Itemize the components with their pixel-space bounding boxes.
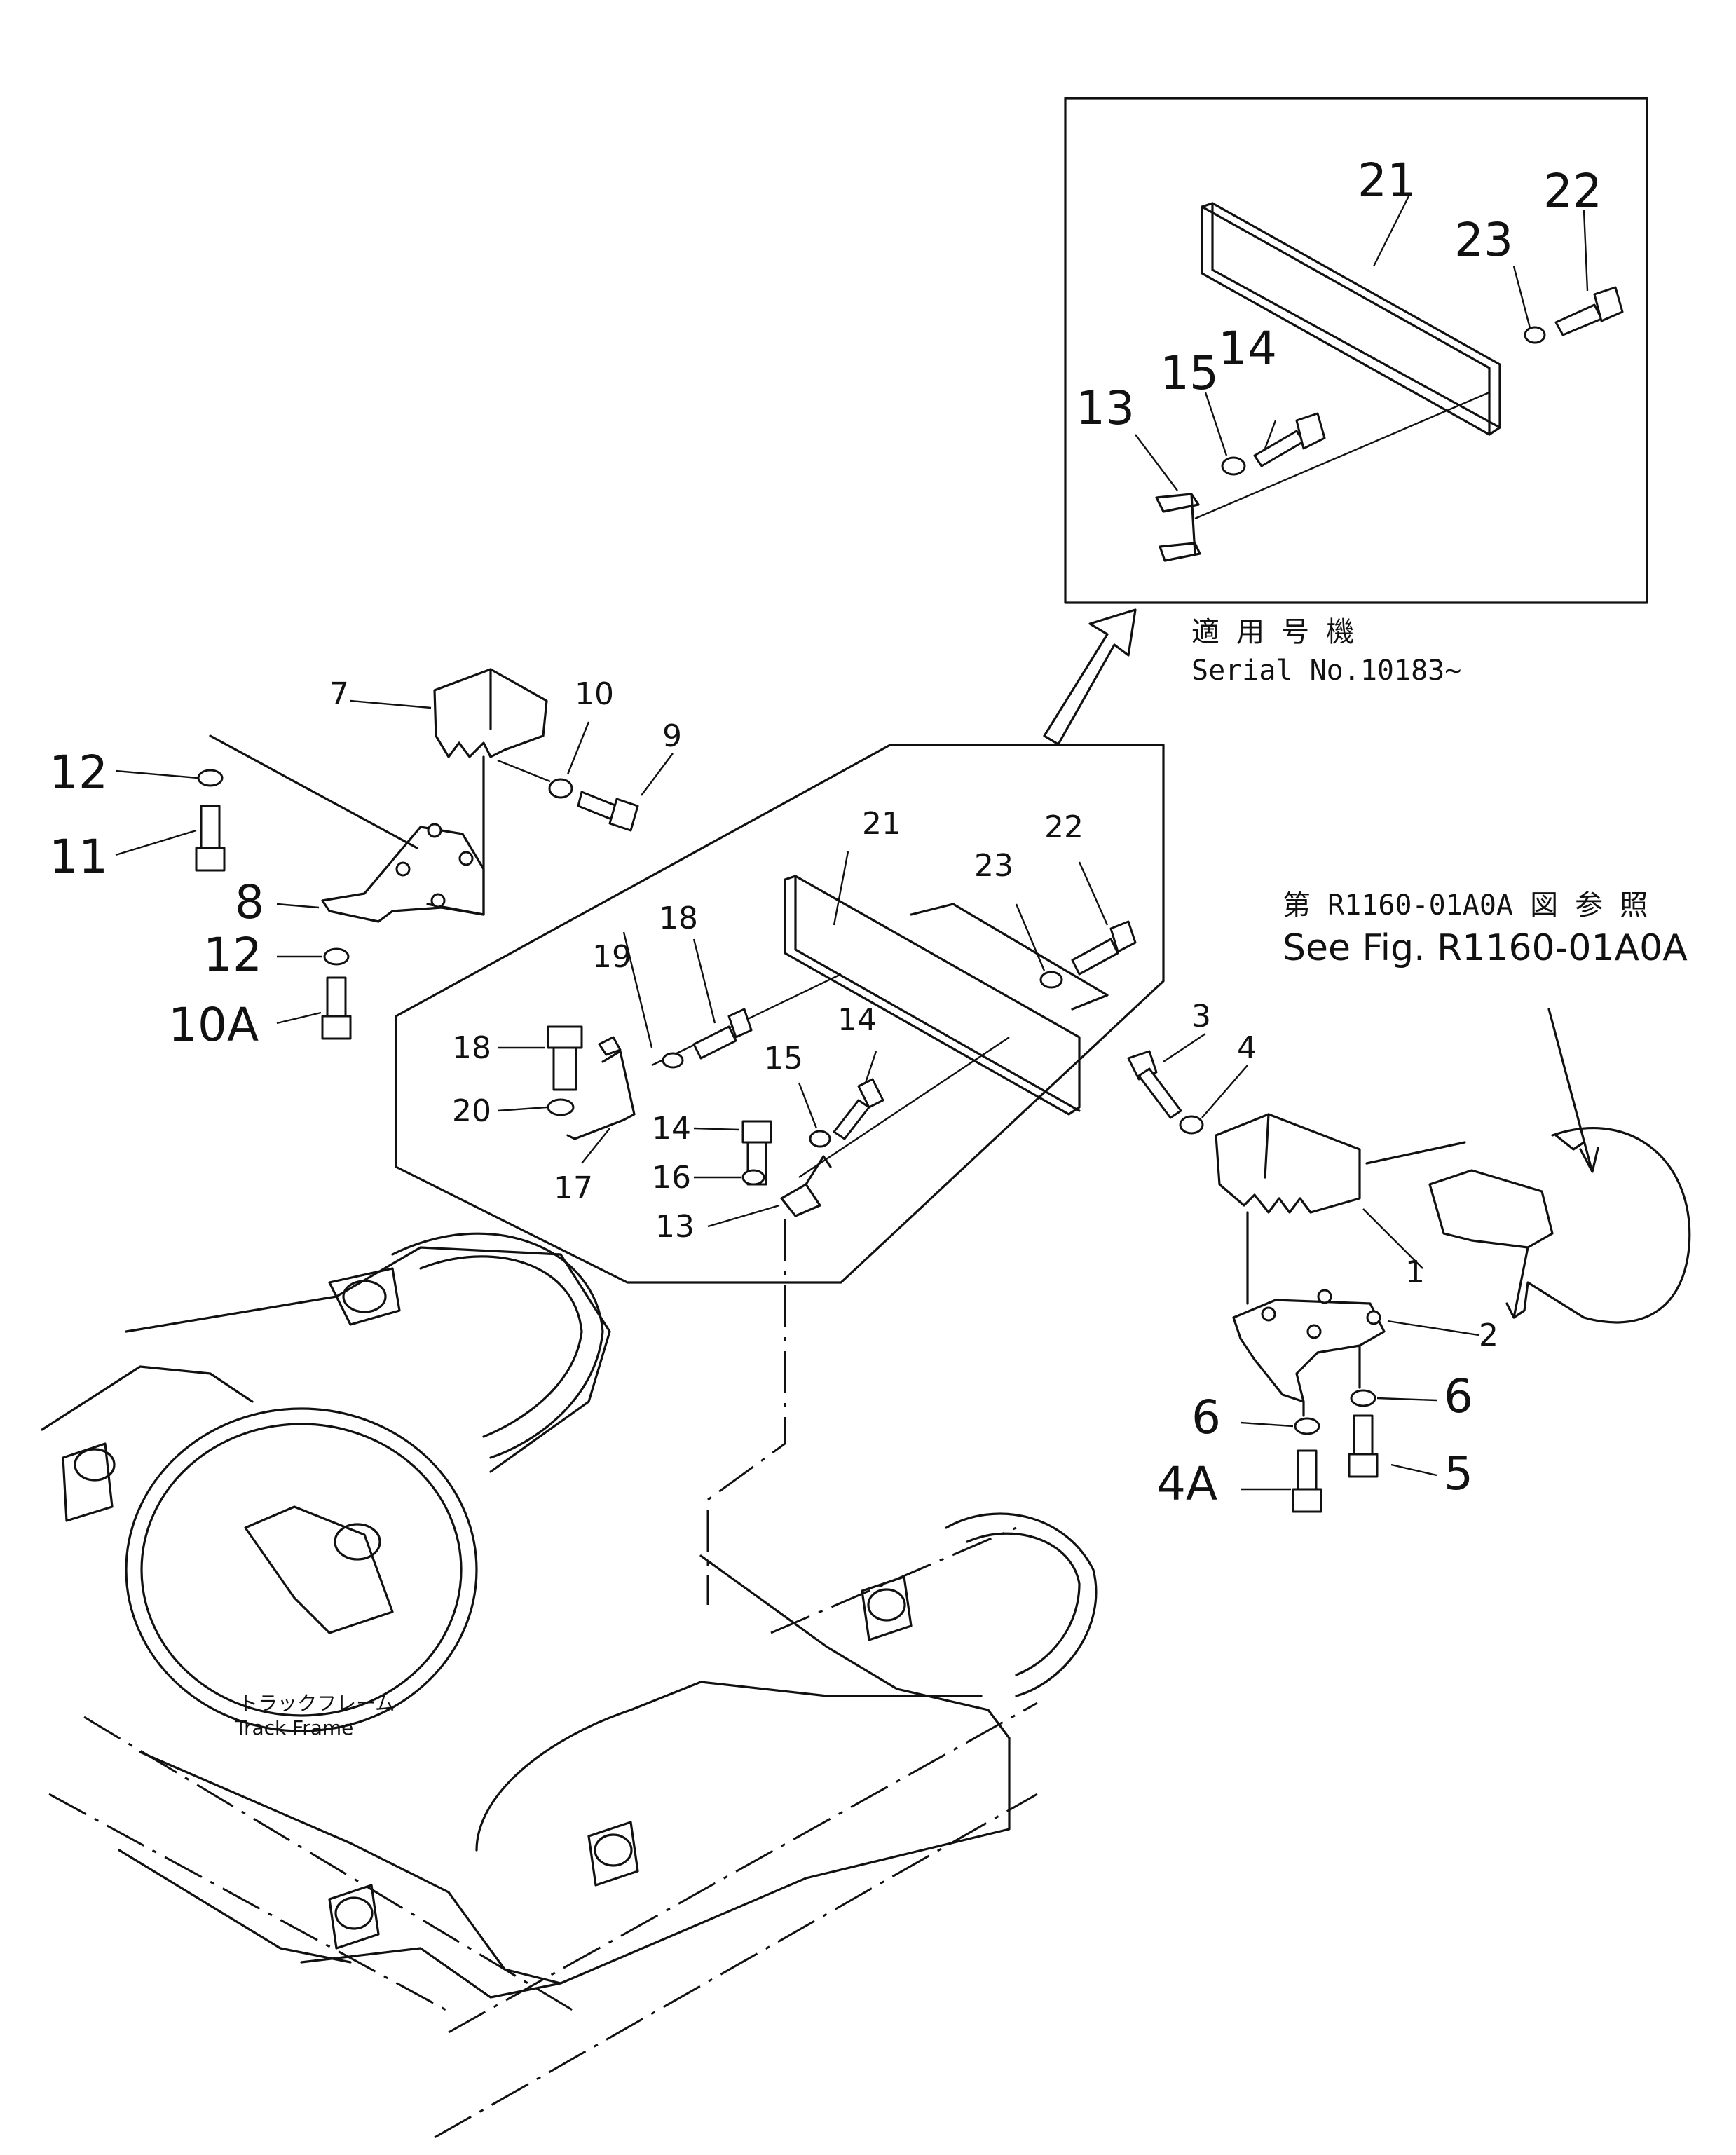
note-frame-jp: トラックフレーム <box>238 1692 395 1715</box>
bracket-17 <box>566 1036 636 1140</box>
callout-inset-23: 23 <box>1454 213 1513 267</box>
callout-6-left: 6 <box>1191 1390 1221 1444</box>
ref-assembly <box>1428 1127 1691 1324</box>
washer-15 <box>809 1130 831 1148</box>
washer-6-right <box>1350 1389 1376 1407</box>
note-ref-jp: 第 R1160-01A0A 図 参 照 <box>1283 889 1648 922</box>
callout-main-16: 16 <box>652 1160 691 1196</box>
plate-8 <box>321 823 485 923</box>
callout-5: 5 <box>1444 1446 1473 1500</box>
callout-inset-22: 22 <box>1543 164 1602 218</box>
callout-main-17: 17 <box>554 1170 593 1206</box>
ref-arrow <box>1547 1008 1599 1173</box>
callout-4A: 4A <box>1156 1457 1217 1511</box>
main-rail <box>784 875 1109 1116</box>
callout-main-22: 22 <box>1044 809 1084 845</box>
callout-1: 1 <box>1405 1254 1425 1290</box>
inset-bolt-22 <box>1554 286 1624 336</box>
washer-6-left <box>1294 1417 1320 1435</box>
frame-centerline-5 <box>770 1526 1017 1634</box>
callout-main-14-upper: 14 <box>838 1002 877 1038</box>
plate-2 <box>1232 1289 1386 1403</box>
washer-10 <box>548 778 573 799</box>
inset-frame <box>1064 97 1648 604</box>
callout-main-13: 13 <box>655 1209 695 1245</box>
callout-9: 9 <box>662 718 682 754</box>
callout-main-15: 15 <box>764 1041 803 1076</box>
bolt-3 <box>1127 1050 1182 1119</box>
callout-12-upper: 12 <box>49 746 108 800</box>
callout-main-20: 20 <box>452 1093 491 1129</box>
washer-20 <box>547 1098 575 1116</box>
callout-main-18-lower: 18 <box>452 1030 491 1066</box>
bolt-10A <box>321 976 352 1040</box>
callout-main-14-lower: 14 <box>652 1111 691 1147</box>
bracket-13 <box>780 1155 832 1217</box>
callout-main-18-upper: 18 <box>659 901 698 936</box>
inset-rail <box>1201 202 1501 436</box>
bolt-22 <box>1071 920 1137 976</box>
callout-main-21: 21 <box>862 806 901 842</box>
bolt-9 <box>577 791 639 832</box>
callout-inset-13: 13 <box>1076 381 1135 435</box>
callout-4: 4 <box>1237 1030 1257 1066</box>
callout-inset-15: 15 <box>1160 346 1219 400</box>
inset-bracket-13 <box>1155 493 1201 562</box>
cover-7 <box>433 668 548 758</box>
bolt-18-lower <box>547 1025 583 1091</box>
washer-23 <box>1039 971 1063 989</box>
inset-washer-23 <box>1524 326 1546 344</box>
callout-3: 3 <box>1191 999 1211 1034</box>
bolt-14-upper <box>833 1078 884 1140</box>
callout-6-right: 6 <box>1444 1369 1473 1423</box>
bolt-18-upper <box>692 1008 753 1060</box>
callout-8: 8 <box>235 875 264 929</box>
callout-inset-14: 14 <box>1218 322 1277 376</box>
frame-centerline-2 <box>448 1702 1038 2034</box>
washer-16 <box>741 1169 765 1186</box>
callout-2: 2 <box>1479 1318 1498 1353</box>
note-serial: Serial No.10183~ <box>1191 655 1461 687</box>
callout-12-lower: 12 <box>203 928 262 982</box>
frame-centerline-3 <box>48 1793 449 2013</box>
center-line <box>706 1219 786 1605</box>
callout-11: 11 <box>49 830 108 884</box>
callout-7: 7 <box>329 676 349 712</box>
bolt-11 <box>195 805 226 872</box>
callout-10: 10 <box>575 676 614 712</box>
cover-1 <box>1215 1113 1361 1214</box>
callout-main-19: 19 <box>592 939 631 975</box>
washer-19 <box>662 1052 684 1069</box>
bolt-4A <box>1292 1449 1322 1513</box>
washer-12-lower <box>323 947 350 966</box>
track-frame <box>41 1232 1098 1999</box>
callout-main-23: 23 <box>974 848 1013 884</box>
frame-centerline-4 <box>434 1793 1038 2139</box>
note-applicable-jp: 適 用 号 機 <box>1191 616 1354 648</box>
note-ref-en: See Fig. R1160-01A0A <box>1283 927 1688 969</box>
frame-centerline-1 <box>83 1716 575 2013</box>
inset-washer-15 <box>1221 456 1246 476</box>
washer-4 <box>1179 1115 1204 1135</box>
callout-10A: 10A <box>168 998 259 1052</box>
bolt-5 <box>1348 1414 1379 1478</box>
washer-12-upper <box>197 769 224 787</box>
note-frame-en: Track Frame <box>234 1716 353 1739</box>
group-outline <box>395 744 1165 1284</box>
inset-arrow <box>1043 608 1137 746</box>
callout-inset-21: 21 <box>1358 153 1416 207</box>
inset-bolt-14 <box>1253 412 1326 467</box>
